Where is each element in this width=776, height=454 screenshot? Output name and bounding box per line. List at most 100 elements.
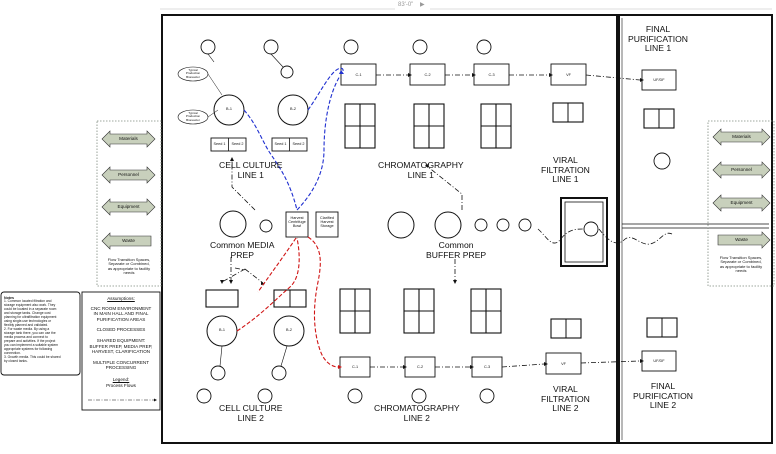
zone-line: CELL CULTURE xyxy=(219,403,283,413)
seed-1-label: Seed 1 xyxy=(213,142,226,146)
zone-line: LINE 1 xyxy=(237,169,264,180)
harvest-line: Centrifuge xyxy=(288,220,306,225)
seed-1-label-b2: Seed 1 xyxy=(274,142,287,146)
zone-line: CHROMATOGRAPHY xyxy=(374,403,460,413)
zone-line: VIRAL xyxy=(553,155,578,165)
flow-right-equipment: Equipment xyxy=(730,200,753,205)
zone-line: FINAL xyxy=(645,24,671,34)
zone-label-viral-filtration-1: VIRAL FILTRATION LINE 1 xyxy=(541,155,590,185)
assumption-line: CNC ROOM ENVIRONMENT xyxy=(90,305,152,311)
flow-note-line: Flow Transition Spaces, xyxy=(719,255,763,260)
flow-note-line: needs xyxy=(123,270,135,276)
ufdf-line2-label: UF/DF xyxy=(653,359,665,363)
flow-note-line: as appropriate to facility xyxy=(719,263,763,269)
legend-item: Process Flows xyxy=(106,382,136,388)
notes-line: media process and connect to xyxy=(4,334,48,339)
zone-line: FILTRATION xyxy=(541,164,590,175)
flow-note-right: Flow Transition Spaces, Separate or Comb… xyxy=(710,255,772,274)
zone-line: LINE 2 xyxy=(403,412,430,423)
callout-line: Typical xyxy=(188,68,198,72)
zone-label-chromatography-1: CHROMATOGRAPHY LINE 1 xyxy=(378,160,464,180)
zone-label-cell-culture-2: CELL CULTURE LINE 2 xyxy=(219,403,283,423)
chrom-c1-label: C-1 xyxy=(355,73,362,77)
notes-panel: Notes 1. Common located filtration and s… xyxy=(4,296,77,364)
bioreactor-b2-line2-label: B-2 xyxy=(286,328,292,332)
zone-line: LINE 2 xyxy=(649,400,677,411)
zone-line: FINAL xyxy=(650,381,676,391)
clarified-line: Storage xyxy=(320,224,334,229)
zone-line: PREP xyxy=(230,249,254,260)
zone-label-chromatography-2: CHROMATOGRAPHY LINE 2 xyxy=(374,403,460,423)
zone-line: VIRAL xyxy=(553,384,578,394)
callout-line: Bioreactor xyxy=(186,74,200,79)
assumption-line: IN MAIN HALL AND FINAL xyxy=(93,311,149,317)
zone-line: PURIFICATION xyxy=(628,33,688,44)
zone-line: CELL CULTURE xyxy=(219,160,283,170)
dimension-arrow-icon: ▶ xyxy=(420,2,425,8)
flow-note-line: Separate or Combined, xyxy=(108,261,150,267)
notes-line: and storage tanks. Change cost xyxy=(4,311,51,316)
callout-line: Production xyxy=(185,71,201,76)
zone-label-media-prep: Common MEDIA PREP xyxy=(210,240,275,260)
ufdf-label: UF/DF xyxy=(653,78,665,82)
vf-label: VF xyxy=(566,73,571,77)
seed-2-label: Seed 2 xyxy=(231,142,244,146)
bioreactor-b1-line2-label: B-1 xyxy=(219,328,225,332)
clarified-harvest-label: Clarified Harvest Storage xyxy=(316,216,338,229)
assumptions-panel: Assumptions: CNC ROOM ENVIRONMENT IN MAI… xyxy=(83,296,159,388)
flow-note-line: Flow Transition Spaces, xyxy=(107,257,151,262)
chrom-c1-line2-label: C-1 xyxy=(351,365,359,369)
zone-label-cell-culture-1: CELL CULTURE LINE 1 xyxy=(219,160,283,180)
notes-line: by closed tanks. xyxy=(4,358,28,363)
assumption-line: MULTIPLE CONCURRENT xyxy=(92,359,150,365)
chrom-c2-label: C-2 xyxy=(424,73,431,77)
assumption-line: BUFFER PREP, MEDIA PREP, xyxy=(89,343,153,349)
zone-line: Common MEDIA xyxy=(210,240,275,250)
zone-line: CHROMATOGRAPHY xyxy=(378,160,464,170)
flow-note-line: as appropriate to facility xyxy=(107,265,151,271)
zone-line: LINE 2 xyxy=(552,403,579,414)
zone-line: PURIFICATION xyxy=(633,390,693,401)
assumption-line: PROCESSING xyxy=(105,365,137,371)
notes-line: storage tank there, you can use the xyxy=(4,330,56,335)
callout-line: Bioreactor xyxy=(186,117,200,122)
harvest-centrifuge-label: Harvest Centrifuge Bowl xyxy=(286,216,308,229)
notes-line: appropriate systems for following xyxy=(4,346,53,351)
notes-line: 1. Common located filtration and xyxy=(4,299,52,304)
notes-line: flexibly planned and validated. xyxy=(4,323,49,328)
assumption-line: SHARED EQUIPMENT: xyxy=(96,337,146,343)
flow-note-left: Flow Transition Spaces, Separate or Comb… xyxy=(99,257,159,276)
zone-label-buffer-prep: Common BUFFER PREP xyxy=(426,240,486,260)
harvest-line: Harvest xyxy=(290,216,304,220)
notes-line: connection. xyxy=(4,350,21,355)
legend-title: Legend: xyxy=(112,376,130,382)
notes-line: storage equipment also work. They xyxy=(4,303,56,308)
flow-left-waste: Waste xyxy=(122,238,135,243)
flow-right-waste: Waste xyxy=(735,237,748,242)
harvest-line: Bowl xyxy=(292,224,302,229)
zone-line: LINE 1 xyxy=(552,174,579,185)
chrom-c3-label: C-3 xyxy=(488,73,495,77)
flow-left-equipment: Equipment xyxy=(117,204,140,209)
flow-left-materials: Materials xyxy=(119,136,138,141)
notes-line: could be located in a separate room xyxy=(4,307,57,312)
notes-line: 2. For waste media. By using a xyxy=(4,326,50,331)
clarified-line: Clarified xyxy=(320,216,334,220)
assumptions-title: Assumptions: xyxy=(107,296,135,301)
notes-line: prepare and activities. If the project xyxy=(4,338,56,343)
callout-bottom: Typical Production Bioreactor xyxy=(180,111,206,122)
notes-title: Notes xyxy=(4,296,14,300)
dimension-label: 83'-0" xyxy=(398,2,414,8)
bioreactor-b1-label: B-1 xyxy=(226,107,232,111)
flow-note-line: needs xyxy=(735,268,747,274)
assumption-line: CLOSED PROCESSES xyxy=(96,327,146,333)
chrom-c2-line2-label: C-2 xyxy=(416,365,424,369)
notes-line: using single-use technologies or xyxy=(4,319,52,324)
callout-top: Typical Production Bioreactor xyxy=(180,68,206,79)
notes-line: 3. Growth media. This could be shared xyxy=(4,354,61,359)
flow-right-personnel: Personnel xyxy=(731,167,752,172)
zone-label-viral-filtration-2: VIRAL FILTRATION LINE 2 xyxy=(541,384,590,414)
zone-line: LINE 1 xyxy=(644,43,672,54)
